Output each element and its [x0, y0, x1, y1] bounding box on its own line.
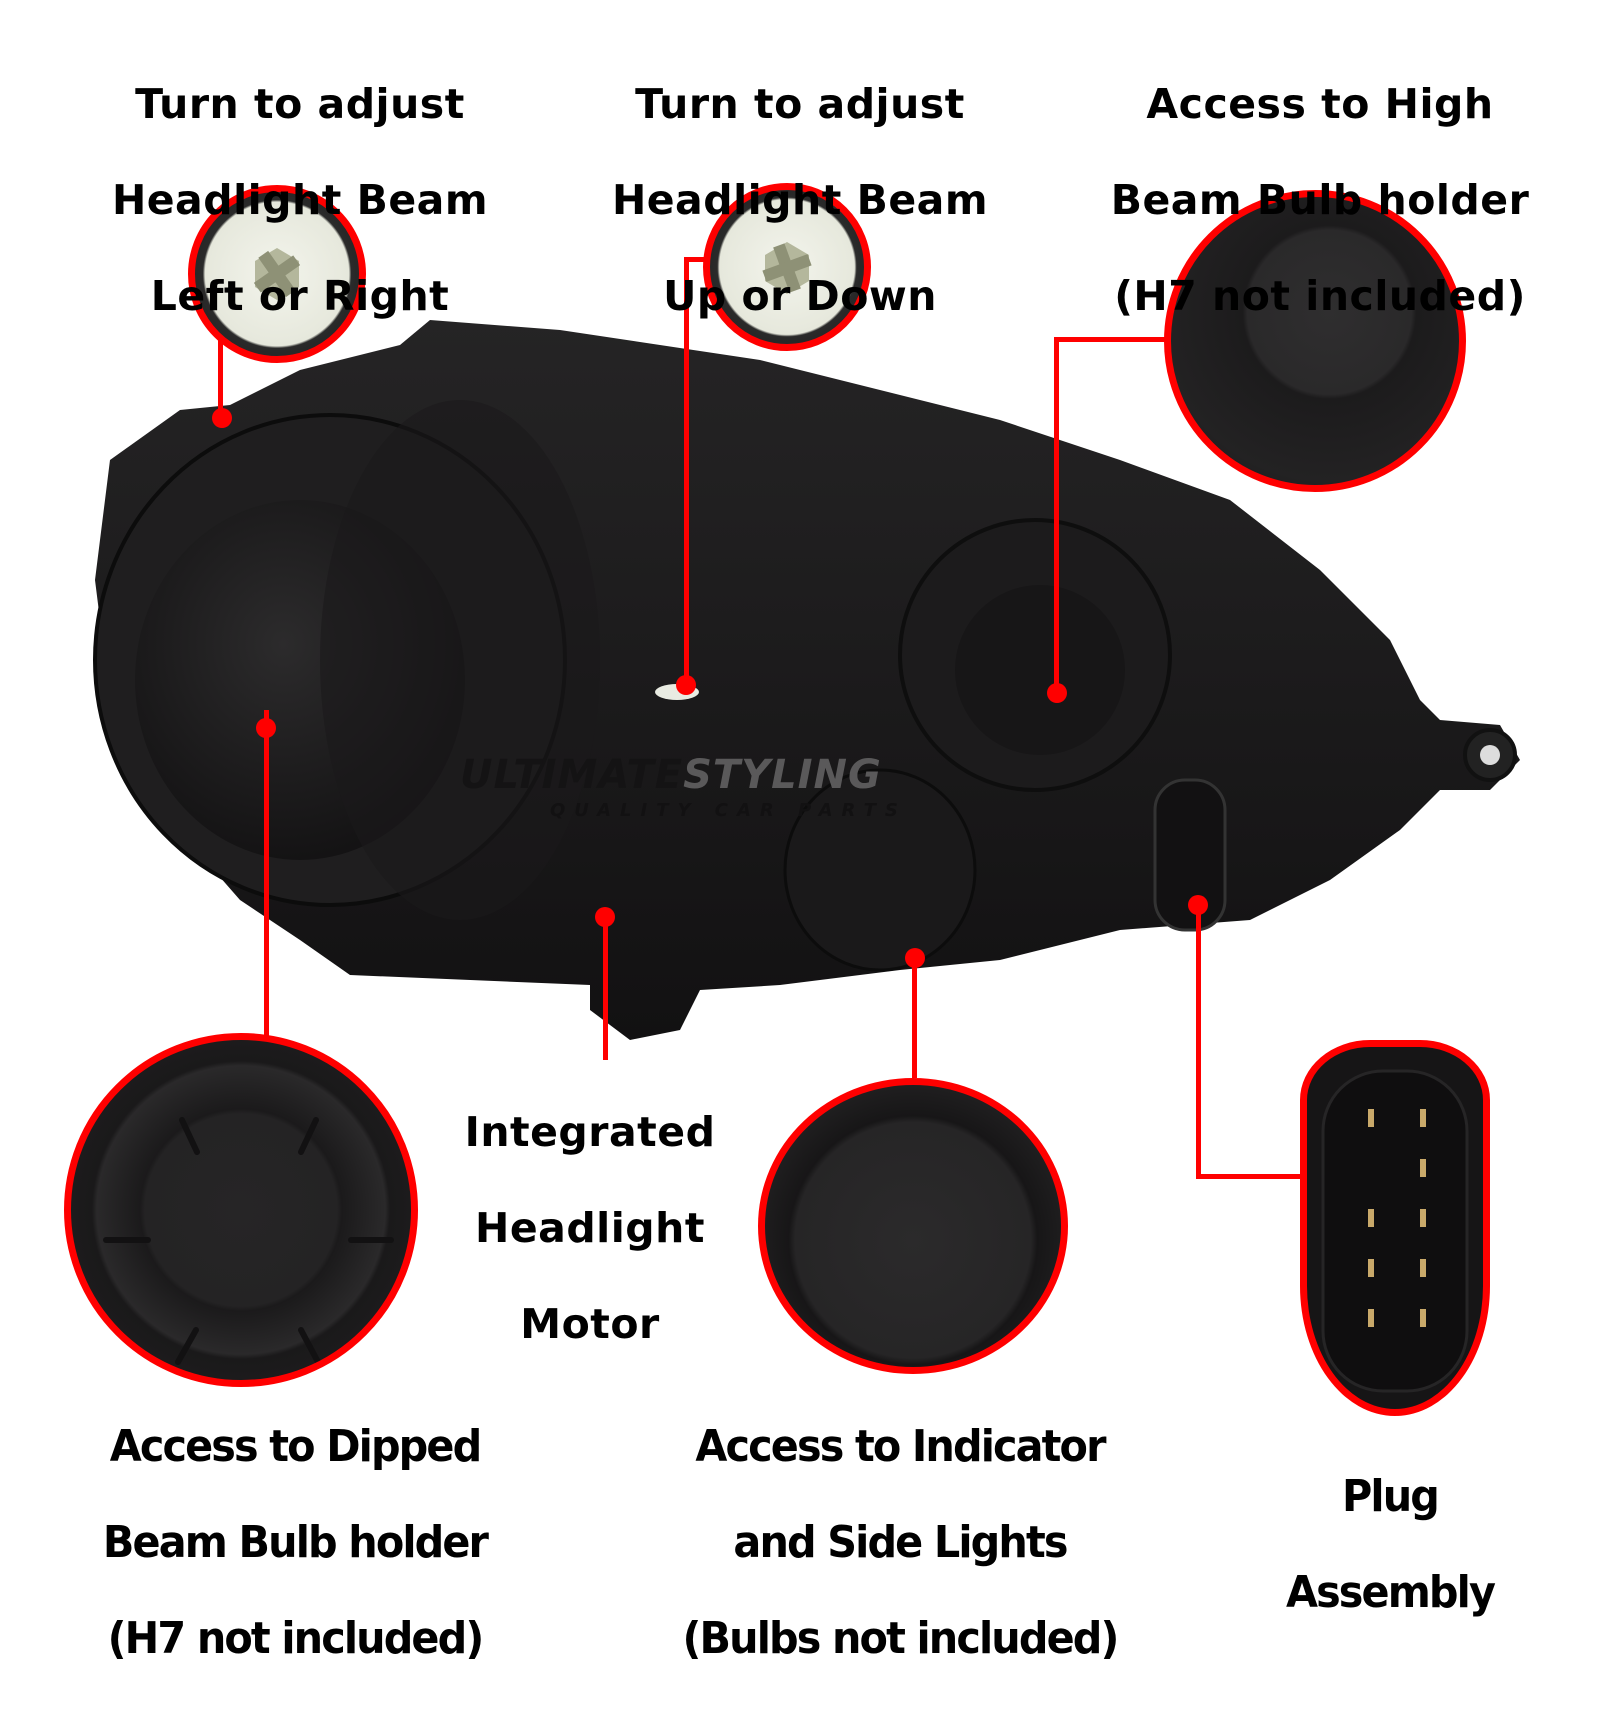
callout-plug-assembly	[1300, 1040, 1490, 1416]
label-line: (Bulbs not included)	[682, 1613, 1119, 1664]
dust-cap-icon	[103, 1117, 394, 1365]
pin-plug	[1188, 895, 1208, 915]
watermark-tagline: QUALITY CAR PARTS	[550, 800, 907, 821]
leader-line-up-down-h	[686, 257, 706, 262]
leader-line-high-beam-v	[1054, 337, 1059, 697]
label-high-beam-access: Access to High Beam Bulb holder (H7 not …	[1040, 32, 1600, 368]
connector-plug-icon	[1321, 1069, 1469, 1393]
label-line: Headlight Beam	[111, 176, 489, 224]
callout-adjuster-left-right	[188, 185, 366, 363]
label-adjust-up-down: Turn to adjust Headlight Beam Up or Down	[530, 32, 1070, 368]
leader-line-plug-v	[1196, 905, 1201, 1178]
label-line: Motor	[520, 1300, 660, 1348]
label-line: Headlight	[475, 1204, 705, 1252]
label-line: Assembly	[1285, 1567, 1496, 1618]
hex-adjuster-icon	[762, 242, 812, 294]
label-headlight-motor: Integrated Headlight Motor	[420, 1060, 760, 1396]
watermark-brand-part2: STYLING	[683, 752, 882, 798]
label-line: Plug	[1341, 1471, 1440, 1522]
leader-line-plug-h	[1196, 1174, 1310, 1179]
watermark-brand-part1: ULTIMATE	[460, 752, 684, 798]
watermark-brand: ULTIMATESTYLING	[460, 752, 882, 798]
label-adjust-left-right: Turn to adjust Headlight Beam Left or Ri…	[30, 32, 570, 368]
label-plug-assembly: Plug Assembly	[1249, 1425, 1531, 1665]
leader-line-motor	[603, 915, 608, 1060]
headlight-unit-image	[93, 320, 1520, 1040]
label-line: Beam Bulb holder	[102, 1517, 489, 1568]
callout-dipped-beam-cap	[64, 1033, 418, 1387]
callout-indicator-cap	[758, 1078, 1068, 1374]
pin-up-down	[676, 675, 696, 695]
label-line: and Side Lights	[733, 1517, 1068, 1568]
pin-motor	[595, 907, 615, 927]
label-line: Turn to adjust	[135, 80, 465, 128]
leader-line-up-down-v	[684, 257, 689, 687]
hex-adjuster-icon	[253, 248, 301, 300]
leader-line-indicator	[912, 960, 917, 1078]
label-line: Access to Indicator	[695, 1421, 1106, 1472]
label-dipped-beam-access: Access to Dipped Beam Bulb holder (H7 no…	[37, 1375, 554, 1711]
label-line: (H7 not included)	[107, 1613, 485, 1664]
label-line: Turn to adjust	[635, 80, 965, 128]
label-line: Up or Down	[663, 272, 937, 320]
callout-adjuster-up-down	[703, 183, 871, 351]
label-line: Beam Bulb holder	[1110, 176, 1530, 224]
label-line: Access to Dipped	[109, 1421, 483, 1472]
pin-left-right	[212, 408, 232, 428]
pin-dipped	[256, 718, 276, 738]
leader-line-dipped	[264, 710, 269, 1040]
label-indicator-side-access: Access to Indicator and Side Lights (Bul…	[618, 1375, 1182, 1711]
label-line: Headlight Beam	[611, 176, 989, 224]
leader-line-high-beam-h	[1056, 337, 1166, 342]
label-line: Left or Right	[150, 272, 450, 320]
leader-line-left-right	[218, 330, 223, 418]
label-line: (H7 not included)	[1114, 272, 1526, 320]
label-line: Integrated	[464, 1108, 716, 1156]
label-line: Access to High	[1146, 80, 1494, 128]
callout-high-beam-cap	[1164, 190, 1466, 492]
pin-high-beam	[1047, 683, 1067, 703]
pin-indicator	[905, 948, 925, 968]
